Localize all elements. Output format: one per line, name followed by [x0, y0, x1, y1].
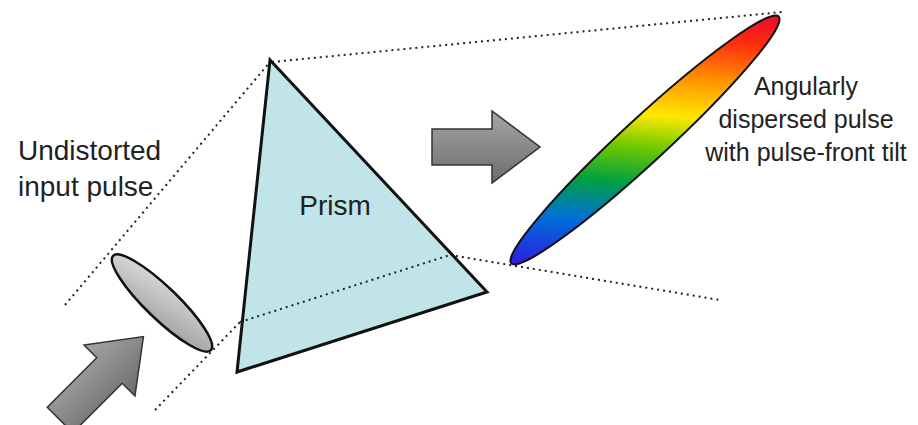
beam-edge: [450, 255, 720, 300]
prism-outline: [237, 60, 487, 372]
pulse-caption: Angularly dispersed pulse with pulse-fro…: [700, 70, 911, 169]
beam-edge: [272, 12, 782, 62]
pulse-label: Angularly dispersed pulse with pulse-fro…: [700, 70, 911, 169]
prism: Prism: [235, 56, 491, 376]
prism-label: Prism: [299, 189, 371, 223]
pulse-caption: Undistorted input pulse: [18, 133, 161, 205]
output-arrow: [432, 111, 540, 183]
beam-outline: [65, 12, 782, 410]
input-arrow: [35, 311, 169, 425]
beam-edge: [240, 255, 450, 322]
pulse-label: Undistorted input pulse: [18, 133, 161, 205]
